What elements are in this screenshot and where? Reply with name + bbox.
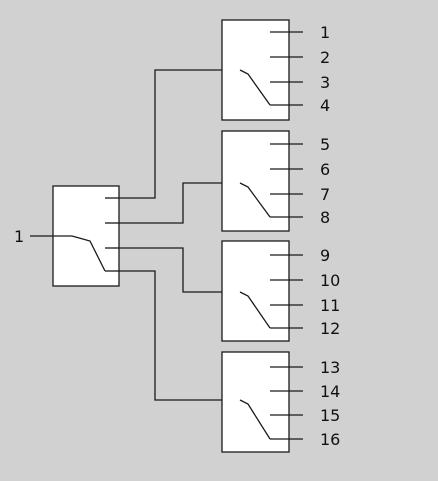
output-switch-box-4 — [221, 351, 290, 453]
input-label: 1 — [14, 227, 24, 246]
port-label: 12 — [320, 319, 340, 338]
connection-wire-4 — [119, 270, 240, 401]
input-switch-blade — [71, 235, 106, 272]
port-label: 3 — [320, 73, 330, 92]
connection-wire-2 — [119, 182, 240, 224]
port-label: 16 — [320, 430, 340, 449]
output-switch-4-blade — [239, 399, 271, 440]
port-label: 13 — [320, 358, 340, 377]
port-label: 7 — [320, 185, 330, 204]
port-label: 4 — [320, 96, 330, 115]
output-switch-3-blade — [239, 291, 271, 329]
port-label: 11 — [320, 296, 340, 315]
output-switch-1-blade — [239, 69, 271, 106]
port-label: 5 — [320, 135, 330, 154]
output-switch-2-blade — [239, 182, 271, 218]
connection-wire-3 — [119, 247, 240, 293]
output-switch-box-2 — [221, 130, 290, 232]
port-label: 9 — [320, 246, 330, 265]
output-switch-box-3 — [221, 240, 290, 342]
port-label: 1 — [320, 23, 330, 42]
output-switch-box-1 — [221, 19, 290, 121]
port-label: 6 — [320, 160, 330, 179]
port-label: 10 — [320, 271, 340, 290]
port-label: 8 — [320, 208, 330, 227]
port-label: 14 — [320, 382, 340, 401]
connection-wire-1 — [119, 69, 240, 199]
port-label: 2 — [320, 48, 330, 67]
port-label: 15 — [320, 406, 340, 425]
